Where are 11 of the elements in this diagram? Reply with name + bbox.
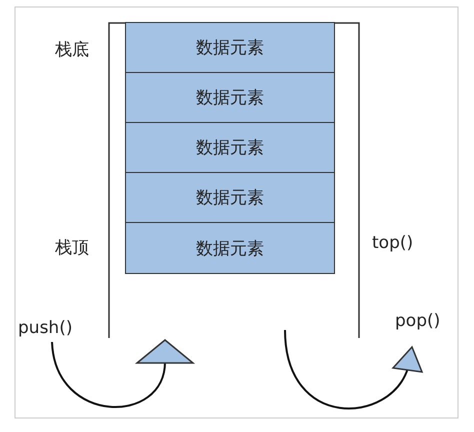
method-label: push() — [18, 318, 72, 338]
stack-element-box: 数据元素 — [125, 222, 335, 274]
stack-top-label: 栈顶 — [55, 237, 89, 259]
stack-element-box: 数据元素 — [125, 72, 335, 123]
stack-container — [108, 22, 360, 338]
stack-bottom-label: 栈底 — [55, 39, 89, 61]
stack-element-box: 数据元素 — [125, 22, 335, 73]
stack-element-box: 数据元素 — [125, 172, 335, 223]
method-label: top() — [372, 233, 414, 253]
stack-element-box: 数据元素 — [125, 122, 335, 173]
method-label: pop() — [395, 311, 440, 331]
